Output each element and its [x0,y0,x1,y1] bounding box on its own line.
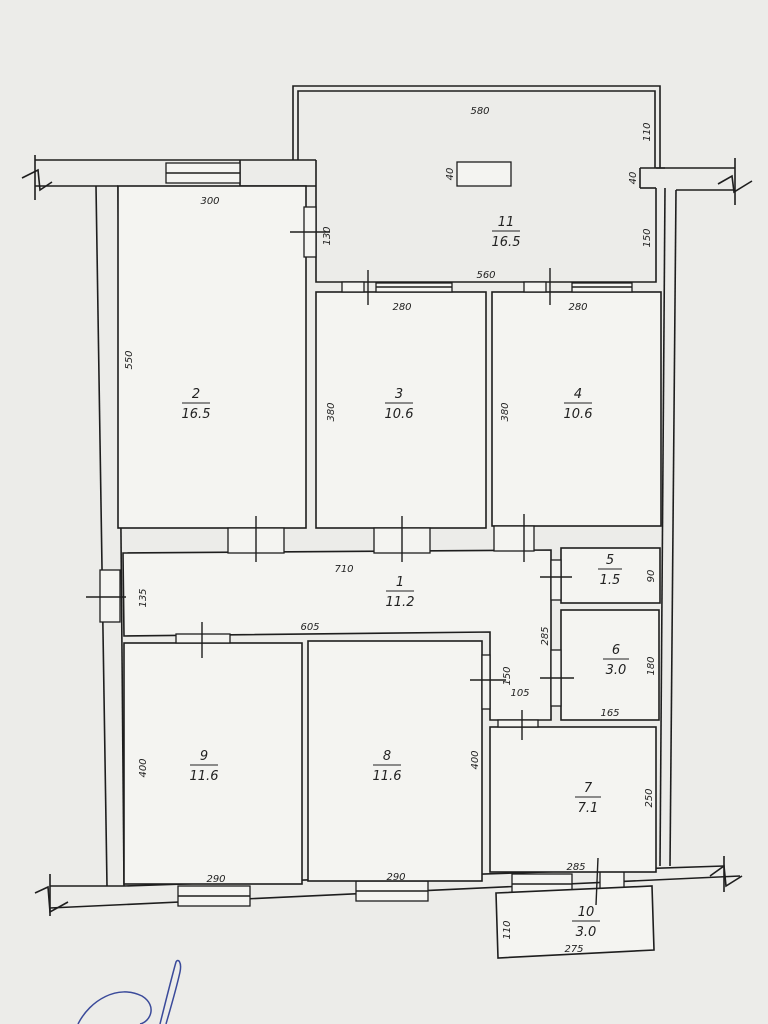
room-7-label: 7 7.1 [575,781,601,816]
dimension-label: 400 [470,750,481,769]
room-11-windows [341,281,633,293]
room-8-label: 8 11.6 [373,749,402,784]
dimension-label: 400 [138,758,149,777]
room-area: 11.6 [373,769,402,784]
balcony-object [456,161,512,187]
room-4-label: 4 10.6 [564,387,593,422]
room-number: 2 [192,387,200,402]
room-area: 1.5 [600,573,621,588]
room-area: 3.0 [576,925,597,940]
rooms [117,185,662,959]
room-area: 16.5 [182,407,211,422]
dimension-label: 180 [646,656,657,675]
room-number: 3 [395,387,403,402]
room-1-label: 1 11.2 [386,575,415,610]
room-area: 7.1 [578,801,599,816]
room-3-label: 3 10.6 [385,387,414,422]
break-mark [717,174,753,194]
dimension-label: 280 [568,302,587,313]
break-mark [21,168,53,192]
room-number: 6 [612,643,620,658]
room-7 [489,726,657,873]
room-3 [315,291,487,529]
dimension-label: 290 [386,872,405,883]
dimension-label: 280 [392,302,411,313]
room-number: 10 [578,905,595,920]
dimension-label: 250 [644,788,655,807]
room-area: 10.6 [385,407,414,422]
room-6-label: 6 3.0 [603,643,629,678]
room-11-label: 11 16.5 [492,215,521,250]
dimension-label: 605 [300,622,319,633]
room-2-label: 2 16.5 [182,387,211,422]
room-8 [307,640,483,882]
dimension-label: 165 [600,708,619,719]
room-number: 4 [574,387,582,402]
dimension-label: 110 [642,122,653,141]
dimension-label: 380 [326,402,337,421]
dimension-label: 275 [564,944,583,955]
dimension-label: 135 [138,588,149,607]
break-mark [709,864,743,888]
dimension-label: 40 [445,168,456,181]
building-walls [21,155,753,916]
dimension-label: 290 [206,874,225,885]
dimension-label: 150 [502,666,513,685]
room-9 [123,642,303,885]
room-number: 7 [584,781,593,796]
room-area: 10.6 [564,407,593,422]
room-area: 16.5 [492,235,521,250]
dimension-label: 580 [470,106,489,117]
dimension-label: 150 [642,228,653,247]
room-2 [117,185,307,529]
room-5 [560,547,661,604]
dimension-label: 710 [334,564,353,575]
room-1-corridor [122,549,552,721]
dimension-label: 550 [124,350,135,369]
dimension-label: 130 [322,226,333,245]
dimension-label: 560 [476,270,495,281]
door-ticks [86,231,599,906]
room-10-label: 10 3.0 [572,905,600,940]
room-area: 11.2 [386,595,415,610]
dimension-label: 300 [200,196,219,207]
room-area: 3.0 [606,663,627,678]
dimension-label: 285 [566,862,585,873]
break-mark [34,885,69,914]
room-number: 1 [396,575,404,590]
signature [77,959,182,1024]
room-6 [560,609,660,721]
room-4 [491,291,662,527]
room-number: 9 [200,749,208,764]
room-10-balcony [495,885,655,959]
dimension-label: 110 [502,920,513,939]
room-number: 8 [383,749,391,764]
room-number: 5 [606,553,614,568]
room-9-label: 9 11.6 [190,749,219,784]
room-5-label: 5 1.5 [598,553,622,588]
room-labels: 11 16.5 2 16.5 3 10.6 4 10.6 1 11.2 5 1.… [182,215,629,940]
dimension-label: 380 [500,402,511,421]
dimension-labels: 580 110 40 40 150 130 560 300 550 280 38… [124,106,657,955]
dimension-label: 40 [628,172,639,185]
room-area: 11.6 [190,769,219,784]
dimension-label: 90 [646,570,657,583]
dimension-label: 285 [540,626,551,645]
dimension-label: 105 [510,688,529,699]
room-number: 11 [498,215,515,230]
